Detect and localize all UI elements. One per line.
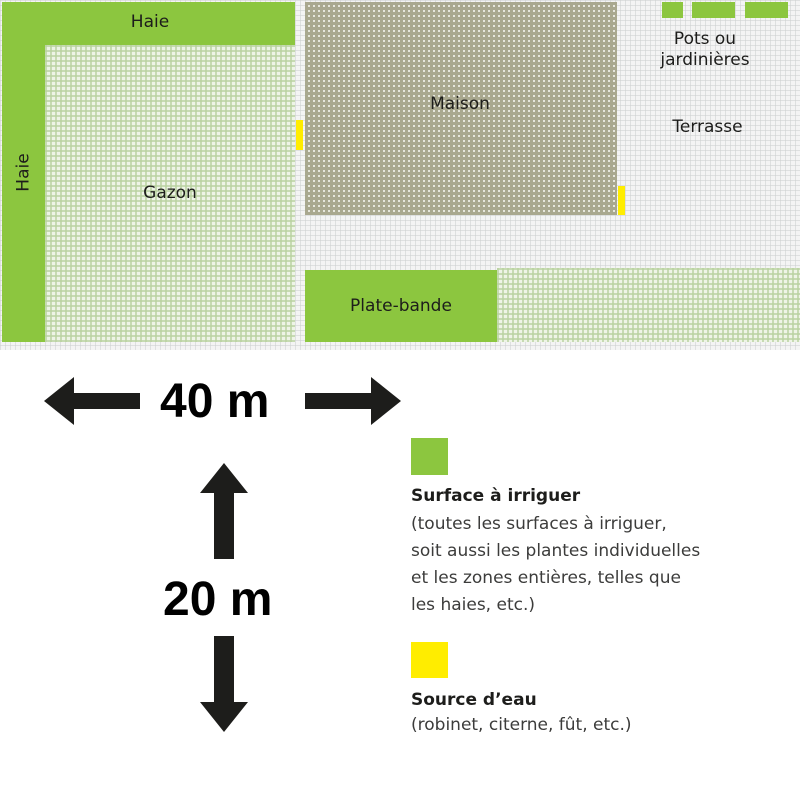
lawn-label: Gazon [143, 183, 197, 203]
garden-plan: Haie Haie Gazon Maison Pots ou jardinièr… [0, 0, 800, 350]
hedge-top [2, 2, 295, 45]
width-dimension-label: 40 m [160, 375, 270, 428]
arrow-left-icon [44, 377, 140, 425]
legend-title-water: Source d’eau [411, 690, 537, 710]
legend-swatch-irrigation [411, 438, 448, 475]
house-area [305, 2, 617, 215]
water-source-1 [296, 120, 303, 150]
legend: Surface à irriguer (toutes les surfaces … [410, 438, 790, 758]
lawn-area-right [497, 268, 800, 342]
flowerbed [305, 270, 497, 342]
lawn-area [45, 45, 295, 342]
hedge-left [2, 2, 45, 342]
arrow-down-icon [200, 636, 248, 732]
flowerbed-label: Plate-bande [350, 296, 452, 316]
hedge-top-label: Haie [130, 12, 170, 32]
hedge-left-label: Haie [13, 153, 34, 192]
pot-3 [745, 2, 788, 18]
arrow-up-icon [200, 463, 248, 559]
pot-2 [692, 2, 735, 18]
arrow-right-icon [305, 377, 401, 425]
water-source-2 [618, 186, 625, 215]
legend-desc-water: (robinet, citerne, fût, etc.) [411, 715, 632, 735]
legend-title-irrigation: Surface à irriguer [411, 486, 581, 506]
height-dimension-label: 20 m [163, 573, 273, 626]
house-label: Maison [430, 94, 490, 114]
pots-label: Pots ou jardinières [660, 29, 750, 70]
legend-swatch-water [411, 642, 448, 678]
terrace-label: Terrasse [672, 117, 743, 137]
pot-1 [662, 2, 683, 18]
legend-desc-irrigation: (toutes les surfaces à irriguer, soit au… [411, 514, 701, 615]
